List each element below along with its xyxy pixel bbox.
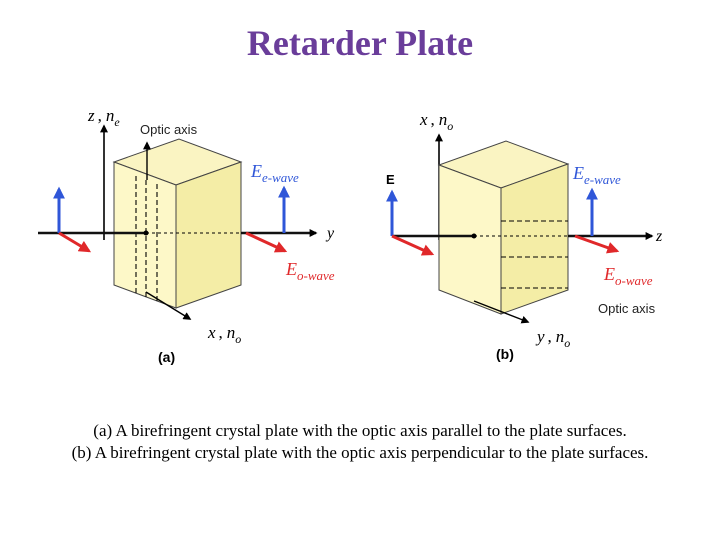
- page-title: Retarder Plate: [246, 23, 474, 63]
- optic-axis-label: Optic axis: [140, 122, 198, 137]
- retarder-plate-figure: z,ne Optic axis Ee-wave y Eo-wave x,no (…: [38, 106, 663, 365]
- e-wave-output-label: Ee-wave: [572, 163, 621, 187]
- z-axis-label: z: [655, 228, 663, 245]
- plate-side-face: [175, 161, 242, 309]
- z-axis-label: z,ne: [87, 106, 120, 129]
- plate-side-face: [500, 163, 569, 315]
- y-axis-label: y,no: [535, 327, 570, 350]
- caption-line-a: (a) A birefringent crystal plate with th…: [93, 421, 627, 440]
- x-axis-arrow: [145, 291, 192, 320]
- figure-caption: (a) A birefringent crystal plate with th…: [30, 420, 690, 464]
- plate-front-face: [438, 164, 502, 315]
- diagram-b: x,no E Ee-wave z Eo-wave Optic axis y,no…: [386, 110, 663, 362]
- o-wave-input-arrow: [391, 234, 435, 256]
- o-wave-output-arrow: [245, 231, 288, 253]
- panel-label-a: (a): [158, 349, 175, 365]
- panel-label-b: (b): [496, 346, 514, 362]
- y-axis-label: y: [325, 225, 335, 242]
- caption-line-b: (b) A birefringent crystal plate with th…: [71, 443, 649, 462]
- optic-axis-label: Optic axis: [598, 301, 656, 316]
- y-axis-arrow: [473, 300, 530, 324]
- x-axis-label: x,no: [207, 323, 241, 346]
- diagram-a: z,ne Optic axis Ee-wave y Eo-wave x,no (…: [38, 106, 335, 365]
- o-wave-output-label: Eo-wave: [603, 264, 653, 288]
- o-wave-output-label: Eo-wave: [285, 259, 335, 283]
- e-wave-output-label: Ee-wave: [250, 161, 299, 185]
- x-axis-label: x,no: [419, 110, 453, 133]
- o-wave-input-arrow: [58, 231, 92, 253]
- e-field-label: E: [386, 172, 395, 187]
- o-wave-output-arrow: [574, 234, 620, 254]
